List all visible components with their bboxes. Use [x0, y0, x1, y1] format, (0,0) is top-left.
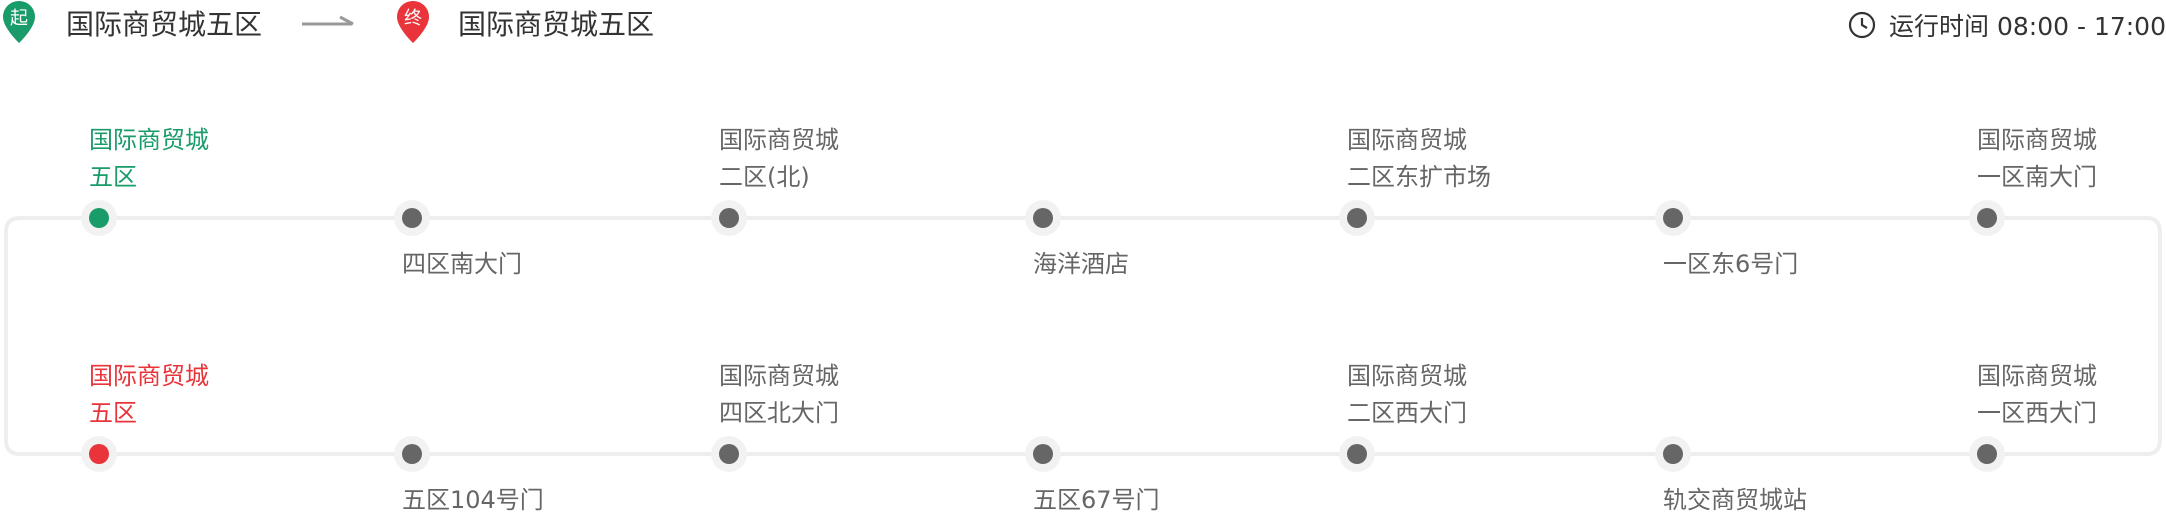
start-stop-name: 国际商贸城五区	[66, 8, 263, 41]
end-stop-name: 国际商贸城五区	[458, 8, 655, 41]
stop-dot	[1033, 444, 1053, 464]
stop-dot	[719, 444, 739, 464]
stop-dot	[89, 208, 109, 228]
clock-icon	[1848, 11, 1876, 39]
arrow-right-icon	[300, 12, 356, 40]
stop-label: 五区104号门	[402, 486, 544, 514]
stop-label: 海洋酒店	[1033, 250, 1129, 278]
stop-label: 四区北大门	[719, 399, 839, 427]
stop-label: 国际商贸城	[1977, 126, 2097, 154]
end-badge: 终	[404, 8, 422, 29]
stop-label: 轨交商贸城站	[1663, 486, 1807, 514]
stop-label: 二区西大门	[1347, 399, 1467, 427]
stop-dot	[402, 208, 422, 228]
stop-dot	[1663, 208, 1683, 228]
stop-label: 一区东6号门	[1663, 250, 1799, 278]
stop-label: 一区西大门	[1977, 399, 2097, 427]
stop-label: 国际商贸城	[89, 126, 209, 154]
stop-dot	[1663, 444, 1683, 464]
stop-label: 国际商贸城	[719, 362, 839, 390]
stop-dot	[1033, 208, 1053, 228]
operating-hours: 运行时间 08:00 - 17:00	[1847, 7, 2166, 43]
stop-label: 四区南大门	[402, 250, 522, 278]
end-pin-icon: 终	[396, 0, 430, 44]
start-pin-icon: 起	[2, 0, 36, 44]
stop-label: 二区东扩市场	[1347, 163, 1491, 191]
stop-label: 五区	[89, 163, 137, 191]
stop-label: 国际商贸城	[719, 126, 839, 154]
stop-label: 国际商贸城	[89, 362, 209, 390]
stop-label: 五区	[89, 399, 137, 427]
hours-text: 运行时间 08:00 - 17:00	[1889, 12, 2166, 41]
route-header: 起 国际商贸城五区 终 国际商贸城五区 运行时间 08:00 - 17:00	[0, 0, 2166, 50]
stop-label: 国际商贸城	[1347, 126, 1467, 154]
stop-dot	[1977, 208, 1997, 228]
stop-dot	[719, 208, 739, 228]
stop-label: 一区南大门	[1977, 163, 2097, 191]
stop-dot	[402, 444, 422, 464]
stop-label: 二区(北)	[719, 163, 810, 191]
stop-dot	[1347, 444, 1367, 464]
start-badge: 起	[10, 8, 28, 29]
stop-label: 国际商贸城	[1347, 362, 1467, 390]
stop-label: 国际商贸城	[1977, 362, 2097, 390]
stop-dot	[89, 444, 109, 464]
stop-dot	[1977, 444, 1997, 464]
stop-label: 五区67号门	[1033, 486, 1160, 514]
stop-dot	[1347, 208, 1367, 228]
